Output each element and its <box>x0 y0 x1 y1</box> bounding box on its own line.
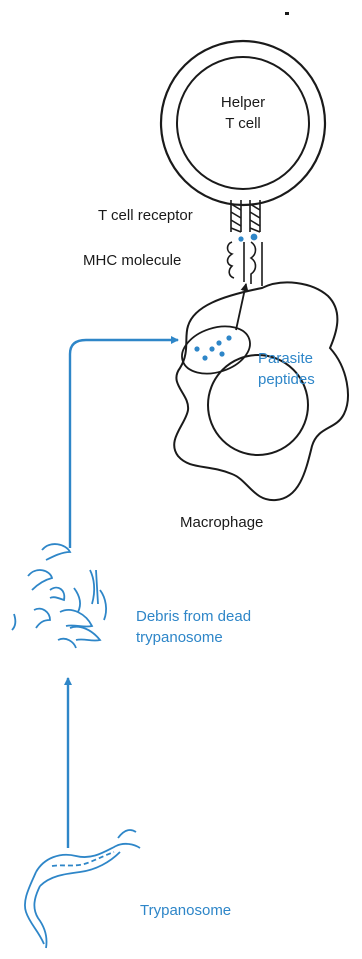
t-cell-receptor-shape <box>231 200 260 241</box>
vesicle-to-mhc-arrow <box>236 284 246 330</box>
parasite-peptides-label-line1: Parasite <box>258 348 315 369</box>
macrophage-label: Macrophage <box>180 512 263 533</box>
helper-t-cell-label-line1: Helper <box>193 92 293 113</box>
debris-label-line1: Debris from dead <box>136 606 251 627</box>
debris-label: Debris from dead trypanosome <box>136 606 251 648</box>
parasite-peptides-label: Parasite peptides <box>258 348 315 390</box>
trypanosome-shape <box>25 830 140 948</box>
trypanosome-label: Trypanosome <box>140 900 231 921</box>
scan-mark <box>285 12 289 15</box>
mhc-molecule-label: MHC molecule <box>83 250 181 271</box>
debris-to-macrophage-arrow <box>70 340 178 548</box>
helper-t-cell-label: Helper T cell <box>193 92 293 134</box>
parasite-peptides-label-line2: peptides <box>258 369 315 390</box>
helper-t-cell-label-line2: T cell <box>193 113 293 134</box>
t-cell-receptor-label: T cell receptor <box>98 205 193 226</box>
trypanosome-debris <box>12 544 106 648</box>
mhc-molecule-shape <box>228 242 263 286</box>
debris-label-line2: trypanosome <box>136 627 251 648</box>
macrophage-shape <box>174 282 348 500</box>
parasite-peptide-dots <box>194 335 231 360</box>
